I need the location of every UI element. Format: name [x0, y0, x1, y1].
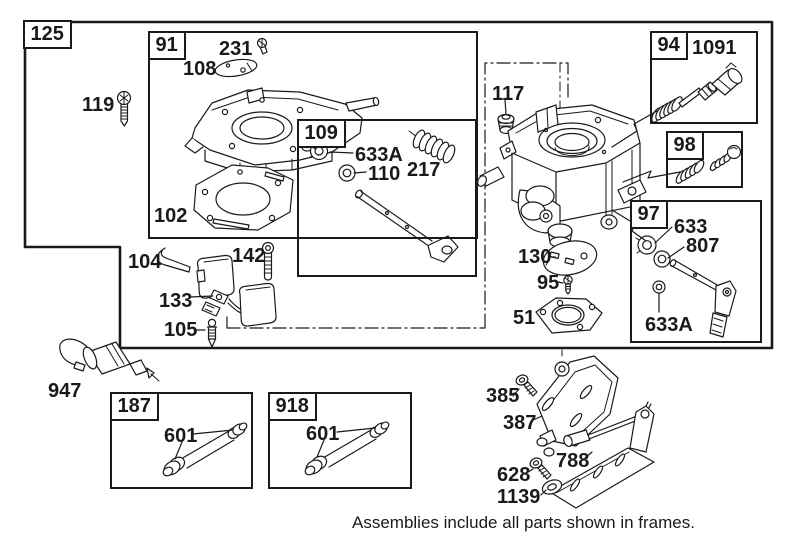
part-choke-shaft-97 — [669, 259, 737, 338]
part-633a-washer-97 — [652, 280, 666, 294]
drawing-chain-boundary — [226, 62, 569, 329]
part-108-cover-plate — [214, 58, 258, 78]
part-throttle-shaft-109 — [354, 189, 459, 263]
part-label-633: 633 — [674, 216, 708, 238]
part-label-110: 110 — [368, 163, 401, 185]
part-601-tube-918 — [304, 421, 390, 476]
part-label-947: 947 — [48, 380, 82, 402]
leader-lines — [174, 99, 685, 496]
part-1139-washer — [541, 479, 563, 495]
part-label-601: 601 — [164, 425, 198, 447]
part-385-screw — [515, 374, 538, 397]
frame-97: 97 — [629, 199, 762, 343]
part-51-gasket — [535, 297, 603, 334]
part-label-130: 130 — [518, 246, 552, 268]
part-217-spring — [408, 129, 456, 164]
part-105-needle — [206, 318, 218, 348]
part-102-gasket — [193, 164, 294, 231]
frame-918: 918 — [267, 391, 412, 489]
part-carburetor-body — [477, 104, 647, 248]
part-387-fuel-pump — [536, 349, 619, 457]
part-label-142: 142 — [232, 245, 266, 267]
part-label-1091: 1091 — [692, 37, 737, 59]
part-label-628: 628 — [497, 464, 531, 486]
part-label-788: 788 — [556, 450, 590, 472]
part-mounting-bracket — [549, 405, 655, 509]
part-130-plate — [542, 240, 598, 276]
frame-label-94: 94 — [649, 30, 688, 60]
caption: Assemblies include all parts shown in fr… — [352, 513, 695, 532]
part-label-95: 95 — [537, 272, 560, 294]
part-142-screw — [261, 241, 275, 281]
part-label-119: 119 — [82, 94, 115, 116]
part-95-screw — [563, 275, 573, 295]
part-119-screw — [116, 90, 132, 127]
part-104-clip — [156, 247, 191, 273]
part-807-seal — [653, 250, 671, 268]
part-label-102: 102 — [154, 205, 188, 227]
part-label-117: 117 — [492, 83, 525, 105]
part-231-screw — [256, 37, 268, 55]
frame-91: 91 — [147, 30, 478, 239]
part-label-108: 108 — [183, 58, 217, 80]
part-label-807: 807 — [686, 235, 720, 257]
part-label-217: 217 — [407, 159, 441, 181]
frame-label-98: 98 — [665, 130, 704, 160]
part-628-screw — [529, 457, 552, 480]
frame-label-125: 125 — [22, 19, 72, 49]
part-947-solenoid — [59, 338, 160, 382]
part-label-1139: 1139 — [497, 486, 541, 508]
frame-label-91: 91 — [147, 30, 186, 60]
part-label-104: 104 — [128, 251, 162, 273]
frame-98: 98 — [665, 130, 743, 188]
part-label-385: 385 — [486, 385, 520, 407]
part-98-idle-screw-spring — [675, 144, 742, 184]
part-label-133: 133 — [159, 290, 193, 312]
frame-label-109: 109 — [296, 118, 346, 148]
frame-label-97: 97 — [629, 199, 668, 229]
frame-187: 187 — [109, 391, 253, 489]
part-633-bushing — [635, 235, 657, 255]
part-label-105: 105 — [164, 319, 198, 341]
part-label-633A: 633A — [355, 144, 403, 166]
part-1091-needle-valve — [651, 62, 743, 123]
frame-label-187: 187 — [109, 391, 159, 421]
part-133-float — [196, 254, 277, 327]
part-label-51: 51 — [513, 307, 536, 329]
part-label-601: 601 — [306, 423, 340, 445]
part-label-387: 387 — [503, 412, 537, 434]
frame-94: 94 — [649, 30, 758, 124]
frame-109: 109 — [296, 118, 477, 277]
frame-label-918: 918 — [267, 391, 317, 421]
part-601-tube-187 — [162, 422, 248, 477]
frame-125: 125 — [22, 19, 772, 348]
part-label-633A: 633A — [645, 314, 693, 336]
part-label-231: 231 — [219, 38, 253, 60]
